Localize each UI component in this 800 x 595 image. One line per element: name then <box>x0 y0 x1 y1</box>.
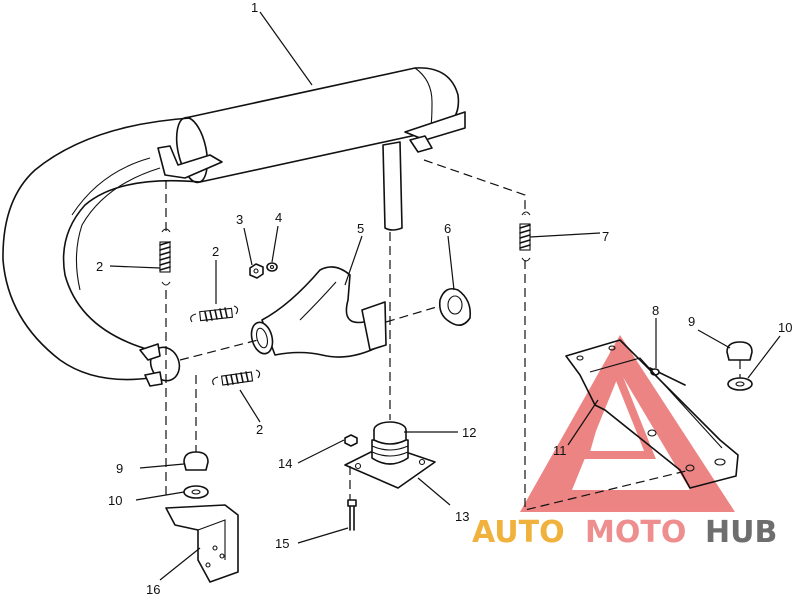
callout-labels: 1 2 2 2 7 3 4 5 6 8 9 9 10 10 11 12 13 1… <box>96 0 792 595</box>
muffler-assembly <box>2 67 466 387</box>
washer-left <box>183 485 209 499</box>
watermark-text: AUTO MOTO HUB <box>472 515 777 550</box>
callout-12: 12 <box>462 425 476 440</box>
callout-6: 6 <box>444 221 451 236</box>
spring-right-vertical <box>519 211 531 262</box>
washer-right <box>727 377 753 391</box>
callout-10-left: 10 <box>108 493 122 508</box>
callout-16: 16 <box>146 582 160 595</box>
callout-11: 11 <box>553 443 567 458</box>
nut <box>249 263 264 279</box>
leader-lines <box>109 11 781 581</box>
callout-7-label: 7 <box>602 229 609 244</box>
callout-10-right: 10 <box>778 320 792 335</box>
callout-8: 8 <box>652 303 659 318</box>
exhaust-y-pipe <box>250 266 387 358</box>
callout-2-b: 2 <box>212 244 219 259</box>
callout-9-right: 9 <box>688 314 695 329</box>
spring-middle-lower <box>212 369 261 386</box>
callout-3: 3 <box>236 212 243 227</box>
callout-15: 15 <box>275 536 289 551</box>
gasket <box>438 287 472 326</box>
callout-2-a: 2 <box>96 259 103 274</box>
watermark-part-hub: HUB <box>705 515 777 550</box>
callout-5: 5 <box>357 221 364 236</box>
callout-13: 13 <box>455 509 469 524</box>
spring-left-vertical <box>159 228 171 286</box>
grommet-left <box>183 451 209 471</box>
isolator-mount <box>344 421 436 489</box>
mounting-bracket-right <box>565 339 739 489</box>
washer-small <box>266 262 278 272</box>
watermark-part-auto: AUTO <box>472 515 565 550</box>
grommet-right <box>726 341 753 361</box>
spring-middle-upper <box>190 305 239 323</box>
watermark-part-moto: MOTO <box>585 515 686 550</box>
screw-8 <box>649 367 686 386</box>
callout-14: 14 <box>278 456 292 471</box>
callout-2-c: 2 <box>256 422 263 437</box>
callout-9-left: 9 <box>116 461 123 476</box>
callout-4: 4 <box>275 210 282 225</box>
nut-14 <box>344 434 358 447</box>
callout-1: 1 <box>251 0 258 15</box>
mounting-bracket-left <box>165 504 239 583</box>
bolt-15 <box>347 499 357 531</box>
assembly-lines <box>165 159 741 511</box>
